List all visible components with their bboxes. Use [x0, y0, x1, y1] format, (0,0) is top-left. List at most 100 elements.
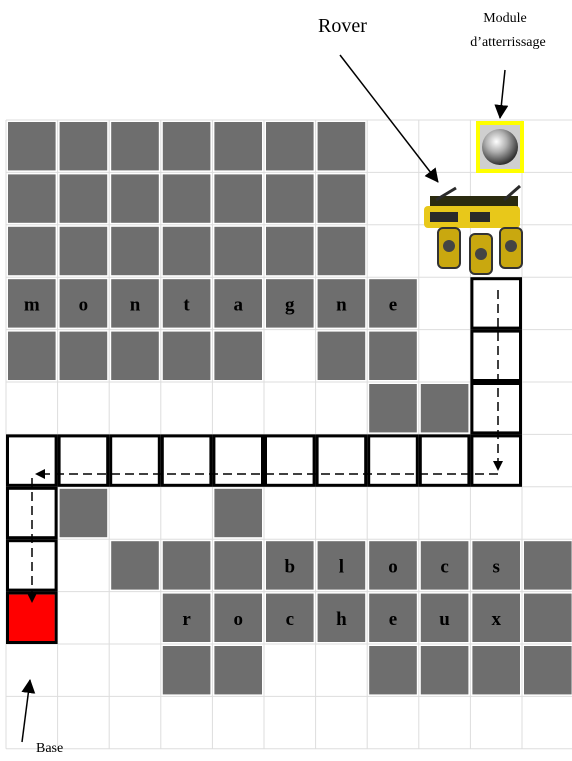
obstacle-cell: [421, 646, 469, 694]
free-cell: [472, 698, 520, 746]
free-cell: [524, 227, 572, 275]
obstacle-cell: [214, 541, 262, 589]
obstacle-cell: [60, 122, 108, 170]
free-cell: [214, 698, 262, 746]
obstacle-cell: [472, 646, 520, 694]
obstacle-cell: [214, 646, 262, 694]
obstacle-cell: [8, 332, 56, 380]
cell-letter: n: [130, 294, 141, 315]
path-cell: [420, 436, 469, 485]
cell-letter: s: [492, 556, 499, 577]
cell-letter: c: [440, 556, 448, 577]
cell-letter: l: [339, 556, 344, 577]
free-cell: [421, 279, 469, 327]
path-cell: [8, 436, 57, 485]
obstacle-cell: [163, 174, 211, 222]
obstacle-cell: [266, 122, 314, 170]
lander-module-icon: [476, 121, 524, 173]
free-cell: [266, 332, 314, 380]
free-cell: [60, 541, 108, 589]
obstacle-cell: [369, 332, 417, 380]
cell-letter: n: [336, 294, 347, 315]
free-cell: [111, 489, 159, 537]
cell-letter: o: [388, 556, 398, 577]
module-label-line2: d’atterrissage: [470, 35, 545, 50]
free-cell: [524, 174, 572, 222]
free-cell: [524, 279, 572, 327]
path-cell: [59, 436, 108, 485]
free-cell: [421, 698, 469, 746]
free-cell: [8, 646, 56, 694]
obstacle-cell: [8, 227, 56, 275]
obstacle-cell: [111, 332, 159, 380]
obstacle-cell: [60, 489, 108, 537]
free-cell: [163, 384, 211, 432]
free-cell: [266, 698, 314, 746]
free-cell: [524, 436, 572, 484]
free-cell: [421, 122, 469, 170]
cell-letter: t: [183, 294, 190, 315]
free-cell: [369, 227, 417, 275]
cell-letter: m: [24, 294, 40, 315]
obstacle-cell: [111, 227, 159, 275]
free-cell: [266, 489, 314, 537]
cell-letter: e: [389, 294, 397, 315]
free-cell: [8, 384, 56, 432]
free-cell: [472, 489, 520, 537]
path-cell: [472, 384, 521, 433]
obstacle-cell: [8, 174, 56, 222]
free-cell: [318, 489, 366, 537]
free-cell: [266, 646, 314, 694]
cell-letter: c: [286, 609, 294, 630]
cell-letter: g: [285, 294, 295, 315]
obstacle-cell: [524, 541, 572, 589]
free-cell: [524, 489, 572, 537]
obstacle-cell: [214, 489, 262, 537]
obstacle-cell: [369, 646, 417, 694]
free-cell: [60, 646, 108, 694]
obstacle-cell: [266, 227, 314, 275]
base-label: Base: [36, 741, 63, 756]
free-cell: [369, 698, 417, 746]
free-cell: [60, 384, 108, 432]
path-cell: [472, 436, 521, 485]
obstacle-cell: [421, 384, 469, 432]
obstacle-cell: [163, 541, 211, 589]
free-cell: [318, 384, 366, 432]
obstacle-cell: [266, 174, 314, 222]
path-cell: [369, 436, 418, 485]
free-cell: [524, 698, 572, 746]
cell-letter: b: [285, 556, 296, 577]
free-cell: [369, 174, 417, 222]
obstacle-cell: [163, 227, 211, 275]
cell-letter: h: [336, 609, 347, 630]
obstacle-cell: [60, 227, 108, 275]
free-cell: [60, 698, 108, 746]
free-cell: [111, 646, 159, 694]
free-cell: [111, 698, 159, 746]
path-cell: [472, 279, 521, 328]
free-cell: [318, 646, 366, 694]
obstacle-cell: [111, 541, 159, 589]
obstacle-cell: [60, 332, 108, 380]
free-cell: [163, 698, 211, 746]
free-cell: [111, 594, 159, 642]
cell-letter: r: [182, 609, 191, 630]
path-cell: [111, 436, 160, 485]
free-cell: [266, 384, 314, 432]
free-cell: [214, 384, 262, 432]
path-cell: [266, 436, 315, 485]
obstacle-cell: [214, 227, 262, 275]
cell-letter: e: [389, 609, 397, 630]
free-cell: [421, 332, 469, 380]
rover-label: Rover: [318, 15, 367, 37]
obstacle-cell: [318, 174, 366, 222]
path-cell: [162, 436, 211, 485]
free-cell: [163, 489, 211, 537]
cell-letter: a: [233, 294, 243, 315]
obstacle-cell: [524, 646, 572, 694]
free-cell: [524, 122, 572, 170]
free-cell: [369, 489, 417, 537]
obstacle-cell: [214, 122, 262, 170]
